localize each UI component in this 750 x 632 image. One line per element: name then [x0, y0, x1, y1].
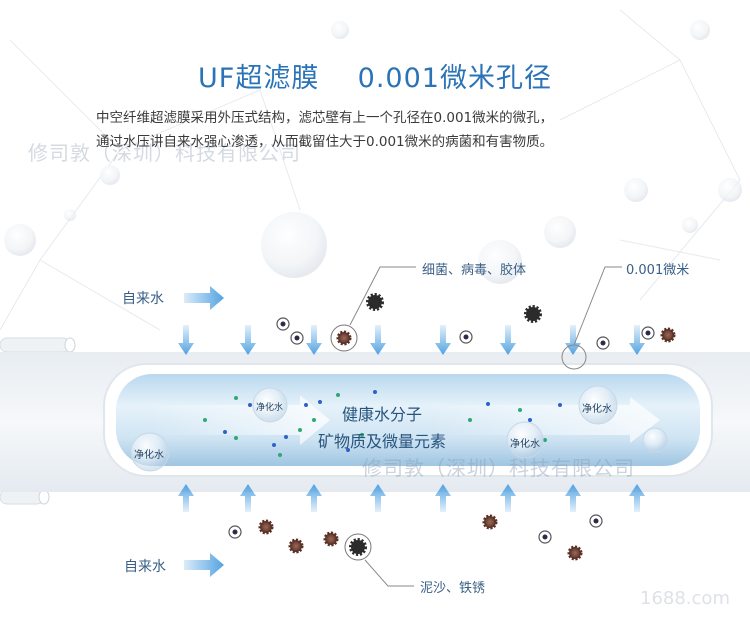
bubble-label: 净化水: [510, 439, 540, 450]
inflow-arrows-bottom: [178, 484, 645, 512]
virus-icon: [323, 531, 339, 547]
ring-particle-icon: [596, 336, 610, 350]
background-bubbles: [4, 20, 742, 284]
dark-spiked-particle-icon: [366, 293, 384, 311]
bubble-icon: [478, 240, 522, 284]
ring-particle-icon: [290, 331, 304, 345]
callout-lines: [349, 266, 622, 587]
watermark-company-tube: 修司敦（深圳）科技有限公司: [362, 456, 635, 480]
bubble-icon: [578, 385, 618, 425]
inflow-arrows-top: [178, 325, 645, 355]
label-tap-water-bottom: 自来水: [124, 559, 166, 575]
virus-icon: [330, 324, 358, 352]
particles-bottom: [228, 514, 603, 561]
ring-particle-icon: [589, 514, 603, 528]
ring-particle-icon: [538, 530, 552, 544]
bubble-icon: [100, 165, 120, 185]
label-healthy-water: 健康水分子: [342, 405, 423, 424]
page-title: UF超滤膜 0.001微米孔径: [198, 63, 552, 94]
ring-particle-icon: [641, 326, 655, 340]
ring-particle-icon: [276, 317, 290, 331]
bubble-icon: [718, 178, 742, 202]
bubble-icon: [544, 216, 576, 248]
label-bacteria: 细菌、病毒、胶体: [422, 263, 527, 278]
bubble-icon: [64, 209, 76, 221]
virus-icon: [258, 519, 274, 535]
bubble-label: 净化水: [582, 404, 612, 415]
description-line-2: 通过水压讲自来水强心渗透，从而截留住大于0.001微米的病菌和有害物质。: [96, 134, 554, 150]
bubble-icon: [130, 432, 170, 472]
bubble-icon: [642, 427, 668, 453]
virus-icon: [567, 545, 583, 561]
label-sediment: 泥沙、铁锈: [420, 581, 486, 596]
dark-spiked-particle-icon: [524, 305, 542, 323]
bubble-icon: [506, 421, 544, 459]
mineral-dots: [203, 390, 562, 457]
virus-icon: [482, 514, 498, 530]
bubble-label: 净化水: [134, 450, 164, 461]
bubble-icon: [4, 224, 36, 256]
purified-water-bubbles: [130, 385, 668, 472]
inlet-arrow-bottom-icon: [184, 553, 224, 577]
virus-icon: [288, 538, 304, 554]
label-pore-size: 0.001微米: [626, 263, 690, 278]
bubble-icon: [690, 20, 710, 40]
background-network: [0, 9, 741, 331]
watermark-site: 1688.com: [640, 588, 730, 609]
bubble-icon: [624, 178, 648, 202]
label-tap-water-top: 自来水: [122, 291, 164, 307]
description-line-1: 中空纤维超滤膜采用外压式结构，滤芯壁有上一个孔径在0.001微米的微孔，: [96, 110, 554, 126]
label-minerals: 矿物质及微量元素: [318, 432, 447, 451]
bubble-label: 净化水: [256, 403, 284, 413]
bubble-icon: [252, 387, 288, 423]
particles-top: [276, 293, 676, 370]
watermark-company-top: 修司敦（深圳）科技有限公司: [28, 141, 301, 165]
virus-icon: [660, 327, 676, 343]
ring-particle-icon: [459, 330, 473, 344]
sediment-icon: [344, 533, 372, 561]
ring-particle-icon: [228, 525, 242, 539]
bubble-icon: [331, 21, 349, 39]
big-bubble-icon: [261, 212, 327, 278]
bubble-icon: [682, 217, 698, 233]
inlet-arrow-top-icon: [184, 286, 224, 310]
